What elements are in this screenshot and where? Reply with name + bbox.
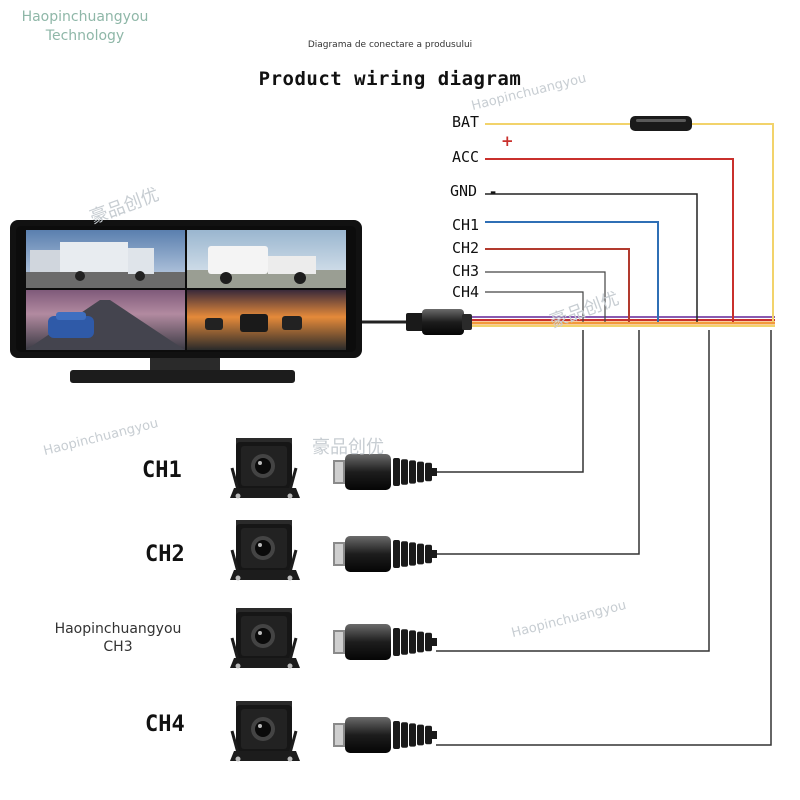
diagram-title: Product wiring diagram — [258, 68, 522, 90]
brand-line2: Technology — [45, 28, 125, 44]
brand-line1: Haopinchuangyou — [21, 9, 149, 25]
camera-label-ch2: CH2 — [145, 542, 185, 567]
wire-label-ch4: CH4 — [452, 283, 480, 301]
connector-ch3 — [333, 624, 437, 660]
minus-symbol: - — [490, 183, 497, 201]
camera-ch4 — [230, 701, 300, 762]
wire-label-ch2: CH2 — [452, 239, 480, 257]
wire-label-gnd: GND — [450, 182, 478, 200]
brand-watermark: Haopinchuangyou Technology — [14, 8, 156, 46]
camera-label-ch3-block: Haopinchuangyou CH3 — [48, 620, 188, 656]
camera-label-ch3: CH3 — [103, 639, 133, 655]
harness-bundle — [470, 316, 775, 327]
watermark-cjk: 豪品创优 — [312, 437, 384, 458]
diagram-subtitle: Diagrama de conectare a produsului — [307, 40, 473, 50]
power-leads — [485, 123, 774, 322]
fuse-icon — [630, 116, 692, 131]
screen-view-ch3 — [26, 290, 185, 350]
screen-view-ch2 — [187, 230, 346, 288]
camera-leads — [436, 330, 772, 746]
monitor — [10, 220, 362, 383]
wire-label-acc: ACC — [452, 148, 480, 166]
connector-ch1 — [333, 454, 437, 490]
wire-label-ch3: CH3 — [452, 262, 480, 280]
monitor-cable — [360, 309, 472, 335]
cameras — [230, 438, 437, 762]
camera-ch2 — [230, 520, 300, 581]
camera-ch1 — [230, 438, 300, 499]
camera-ch3 — [230, 608, 300, 669]
screen-view-ch1 — [26, 230, 185, 288]
wire-label-bat: BAT — [452, 113, 480, 131]
connector-ch4 — [333, 717, 437, 753]
watermark-text-ch3: Haopinchuangyou — [54, 621, 182, 637]
camera-label-ch1: CH1 — [142, 458, 182, 483]
plus-symbol: + — [501, 132, 514, 150]
screen-view-ch4 — [187, 290, 346, 350]
connector-ch2 — [333, 536, 437, 572]
wire-label-ch1: CH1 — [452, 216, 480, 234]
camera-label-ch4: CH4 — [145, 712, 185, 737]
